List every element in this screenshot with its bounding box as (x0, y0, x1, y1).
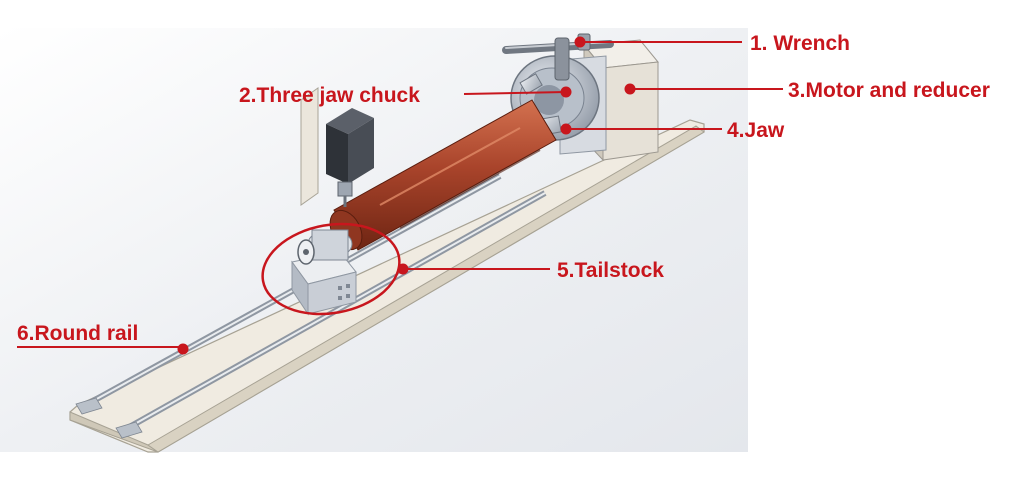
label-motor-and-reducer: 3.Motor and reducer (788, 79, 990, 102)
callout-jaw (560, 123, 722, 135)
label-jaw: 4.Jaw (727, 119, 785, 142)
tailstock-highlight-ellipse (261, 222, 401, 316)
label-tailstock: 5.Tailstock (557, 259, 664, 282)
tailstock (291, 229, 357, 316)
callout-tailstock (397, 263, 550, 275)
callout-rail (17, 343, 189, 355)
spindle-mount-plate (300, 87, 319, 206)
callout-motor (624, 83, 783, 95)
label-round-rail: 6.Round rail (17, 322, 138, 345)
spindle-motor (326, 108, 374, 207)
callout-wrench (574, 36, 742, 48)
round-rail (75, 173, 547, 439)
callout-chuck (463, 86, 572, 98)
label-three-jaw-chuck: 2.Three jaw chuck (239, 84, 420, 107)
label-wrench: 1. Wrench (750, 32, 850, 55)
